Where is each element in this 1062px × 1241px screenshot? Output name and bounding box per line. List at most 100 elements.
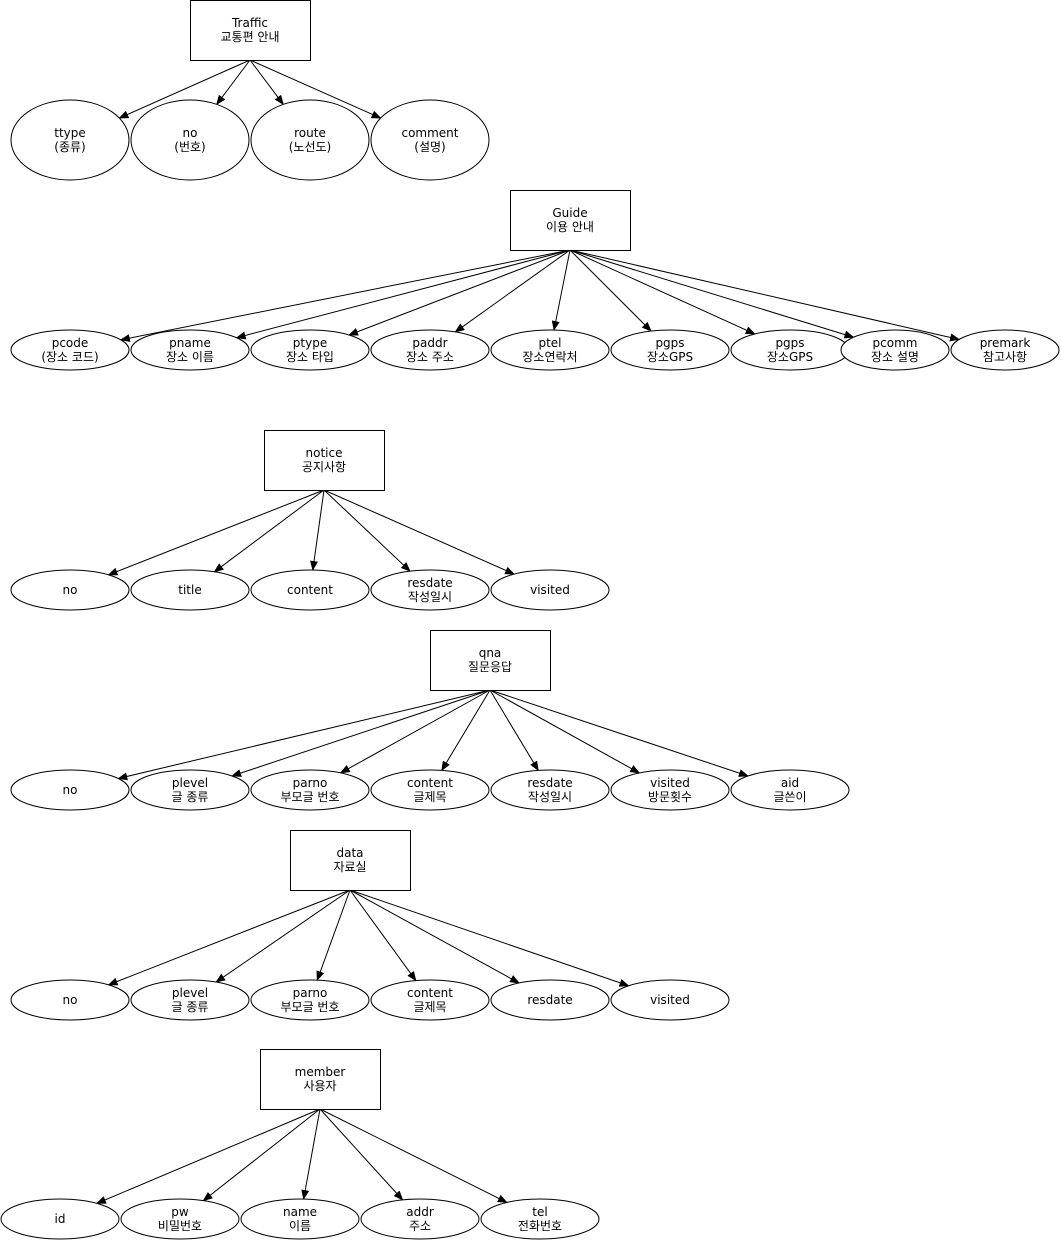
relation-arrow bbox=[349, 889, 417, 982]
node-label-secondary: 방문횟수 bbox=[648, 790, 692, 804]
attribute-ellipse bbox=[370, 99, 490, 181]
attribute-node[interactable]: pcode(장소 코드) bbox=[10, 329, 130, 371]
node-label-primary: route bbox=[294, 126, 326, 140]
node-label-primary: qna bbox=[479, 646, 502, 660]
attribute-ellipse bbox=[240, 1198, 360, 1240]
node-label-secondary: 주소 bbox=[409, 1219, 431, 1233]
relation-arrow bbox=[319, 1108, 508, 1203]
attribute-ellipse bbox=[610, 979, 730, 1021]
node-label-primary: paddr bbox=[412, 336, 447, 350]
relation-arrow bbox=[202, 1108, 321, 1202]
attribute-node[interactable]: no bbox=[10, 769, 130, 811]
relation-arrow bbox=[319, 1108, 404, 1201]
node-label-secondary: (설명) bbox=[414, 140, 445, 154]
attribute-node[interactable]: no(번호) bbox=[130, 99, 250, 181]
relation-arrow bbox=[349, 889, 630, 987]
attribute-node[interactable]: ttype(종류) bbox=[10, 99, 130, 181]
node-label-primary: parno bbox=[293, 986, 328, 1000]
relation-arrow bbox=[249, 59, 284, 106]
attribute-node[interactable]: id bbox=[0, 1198, 120, 1240]
attribute-ellipse bbox=[10, 99, 130, 181]
attribute-node[interactable]: no bbox=[10, 979, 130, 1021]
attribute-ellipse bbox=[10, 569, 130, 611]
relation-arrow bbox=[323, 489, 516, 575]
node-label-secondary: (장소 코드) bbox=[41, 350, 98, 364]
relation-arrow bbox=[489, 689, 539, 772]
node-label-primary: no bbox=[183, 126, 198, 140]
attribute-ellipse bbox=[610, 329, 730, 371]
node-label-primary: parno bbox=[293, 776, 328, 790]
node-label-primary: plevel bbox=[172, 776, 208, 790]
node-label-secondary: 이용 안내 bbox=[546, 220, 594, 234]
node-label-primary: pgps bbox=[775, 336, 804, 350]
relation-arrow bbox=[118, 59, 251, 119]
attribute-node[interactable]: visited bbox=[490, 569, 610, 611]
node-label-secondary: (노선도) bbox=[289, 140, 331, 154]
node-label-primary: premark bbox=[980, 336, 1031, 350]
node-label-primary: Guide bbox=[552, 206, 587, 220]
attribute-node[interactable]: route(노선도) bbox=[250, 99, 370, 181]
node-label-secondary: 사용자 bbox=[303, 1079, 336, 1093]
relation-arrow bbox=[107, 889, 351, 986]
attribute-node[interactable]: content bbox=[250, 569, 370, 611]
attribute-ellipse bbox=[120, 1198, 240, 1240]
relation-arrow bbox=[316, 889, 351, 982]
node-label-secondary: 장소 타입 bbox=[286, 350, 334, 364]
relation-arrow bbox=[119, 249, 571, 342]
node-label-primary: visited bbox=[650, 776, 690, 790]
attribute-node[interactable]: resdate bbox=[490, 979, 610, 1021]
relation-arrow bbox=[216, 59, 251, 106]
attribute-node[interactable]: visited bbox=[610, 979, 730, 1021]
relation-arrow bbox=[569, 249, 756, 335]
attribute-node[interactable]: no bbox=[10, 569, 130, 611]
node-label-primary: resdate bbox=[527, 776, 572, 790]
relation-arrow bbox=[349, 889, 520, 984]
attribute-ellipse bbox=[130, 979, 250, 1021]
relation-arrow bbox=[215, 889, 351, 983]
attribute-node[interactable]: comment(설명) bbox=[370, 99, 490, 181]
attribute-node[interactable]: title bbox=[130, 569, 250, 611]
node-label-secondary: 글제목 bbox=[413, 790, 446, 804]
attribute-ellipse bbox=[840, 329, 950, 371]
node-label-secondary: 공지사항 bbox=[302, 460, 346, 474]
node-label-primary: resdate bbox=[407, 576, 452, 590]
node-label-primary: pgps bbox=[655, 336, 684, 350]
entity-box bbox=[190, 0, 311, 61]
node-label-secondary: (번호) bbox=[174, 140, 205, 154]
relation-arrow bbox=[95, 1108, 321, 1204]
node-label-secondary: 작성일시 bbox=[408, 590, 452, 604]
node-label-primary: no bbox=[63, 783, 78, 797]
attribute-ellipse bbox=[370, 979, 490, 1021]
node-label-primary: content bbox=[287, 583, 333, 597]
node-label-primary: pname bbox=[169, 336, 211, 350]
